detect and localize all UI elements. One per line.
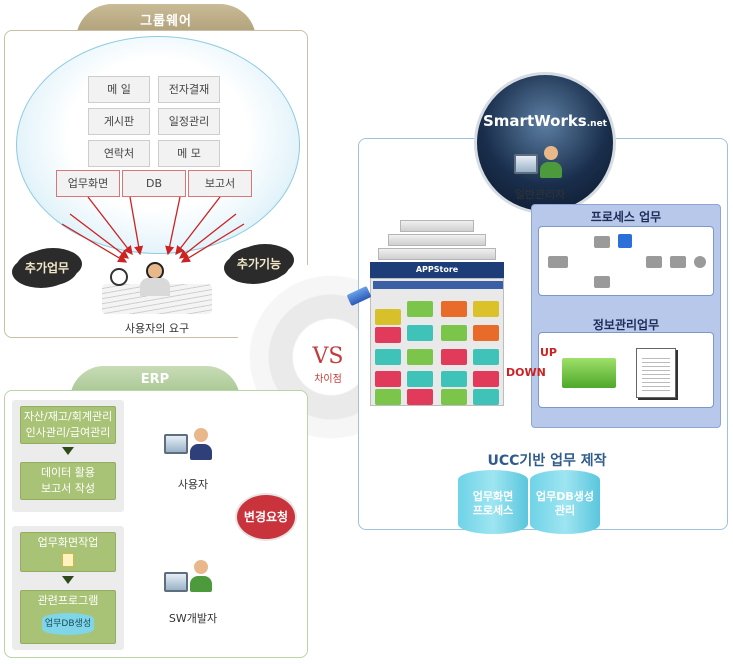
smartworks-logo: SmartWorks.net [483, 112, 607, 130]
gw-box-report: 보고서 [188, 170, 252, 197]
down-label: DOWN [506, 366, 546, 379]
sw-developer-label: SW개발자 [168, 612, 218, 625]
document-icon [636, 348, 676, 398]
gw-red-arrows [61, 196, 245, 263]
gw-box-schedule: 일정관리 [158, 108, 220, 135]
gw-box-db: DB [122, 170, 186, 197]
user-request-caption: 사용자의 요구 [124, 322, 190, 335]
admin-figure [514, 144, 566, 184]
cylinder-work-process: 업무화면 프로세스 [458, 470, 528, 534]
monitor-icon [164, 572, 188, 592]
process-title: 프로세스 업무 [590, 210, 662, 224]
erp-arrow-1 [62, 447, 74, 455]
erp-user-label: 사용자 [177, 478, 209, 491]
gw-box-board: 게시판 [88, 108, 150, 135]
up-label: UP [540, 346, 557, 359]
monitor-icon [514, 154, 538, 174]
approval-cube [562, 358, 616, 388]
groupware-oval [16, 36, 300, 254]
app-store-grid [370, 278, 504, 406]
vs-text: VS [312, 344, 344, 369]
erp-title: ERP [140, 372, 170, 387]
sw-developer-figure [162, 556, 218, 606]
erp-box-program: 관련프로그램 업무DB생성 [20, 590, 116, 644]
app-store-tower: APPStore [370, 218, 504, 408]
admin-label: 일반관리자 [514, 188, 566, 201]
gw-box-memo: 메 모 [158, 140, 220, 167]
vs-subtitle: 차이점 [314, 374, 342, 385]
groupware-title: 그룹웨어 [140, 14, 192, 29]
erp-box-management: 자산/재고/회계관리 인사관리/급여관리 [20, 406, 116, 444]
cloud-extra-work: 추가업무 [16, 250, 78, 286]
info-title: 정보관리업무 [592, 318, 660, 332]
person-icon [194, 428, 208, 442]
gw-box-mail: 메 일 [88, 76, 150, 103]
gw-box-work-screen: 업무화면 [56, 170, 120, 197]
clock-icon [110, 268, 128, 286]
erp-user-figure [162, 424, 218, 474]
erp-box-screen-work: 업무화면작업 [20, 532, 116, 572]
document-icon [62, 553, 74, 567]
person-icon [544, 146, 558, 160]
erp-arrow-2 [62, 576, 74, 584]
person-icon [194, 560, 208, 574]
monitor-icon [164, 434, 188, 454]
erp-box-data: 데이터 활용 보고서 작성 [20, 462, 116, 500]
db-cylinder-icon: 업무DB생성 [42, 613, 94, 635]
gw-box-contacts: 연락처 [88, 140, 150, 167]
stressed-user-illustration [98, 262, 216, 320]
cylinder-db-management: 업무DB생성 관리 [530, 470, 600, 534]
app-store-header: APPStore [370, 262, 504, 278]
change-request-badge: 변경요청 [237, 495, 295, 539]
ucc-title: UCC기반 업무 제작 [487, 453, 607, 469]
gw-box-approval: 전자결재 [158, 76, 220, 103]
